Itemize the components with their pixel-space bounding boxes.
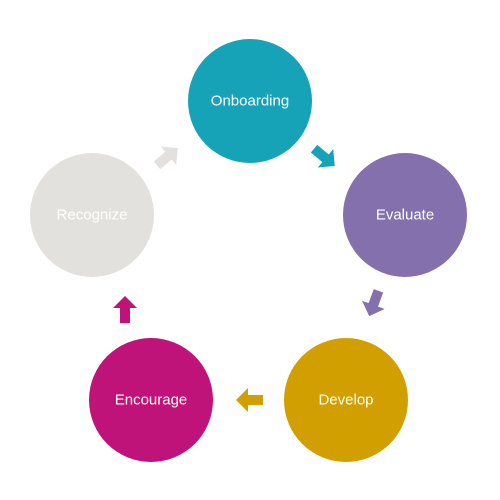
arrow-onboarding-to-evaluate-shape <box>310 144 335 168</box>
node-develop: Develop <box>284 338 408 462</box>
arrow-evaluate-to-develop <box>362 289 385 317</box>
node-recognize-circle <box>30 153 154 277</box>
node-evaluate-circle <box>343 153 467 277</box>
node-encourage-circle <box>89 338 213 462</box>
node-onboarding-circle <box>188 39 312 163</box>
node-encourage-label: Encourage <box>115 392 188 409</box>
arrow-develop-to-encourage <box>236 388 263 412</box>
arrow-onboarding-to-evaluate <box>310 144 335 168</box>
arrow-encourage-to-recognize <box>113 296 137 323</box>
arrow-encourage-to-recognize-shape <box>113 296 137 323</box>
node-develop-circle <box>284 338 408 462</box>
node-recognize: Recognize <box>30 153 154 277</box>
arrow-recognize-to-onboarding-shape <box>153 146 178 170</box>
node-onboarding-label: Onboarding <box>211 93 289 110</box>
node-recognize-label: Recognize <box>57 207 128 224</box>
node-encourage: Encourage <box>89 338 213 462</box>
node-evaluate: Evaluate <box>343 153 467 277</box>
node-evaluate-label: Evaluate <box>376 207 434 224</box>
arrow-develop-to-encourage-shape <box>236 388 263 412</box>
node-develop-label: Develop <box>318 392 373 409</box>
arrow-recognize-to-onboarding <box>153 146 178 170</box>
node-onboarding: Onboarding <box>188 39 312 163</box>
arrow-evaluate-to-develop-shape <box>362 289 385 317</box>
